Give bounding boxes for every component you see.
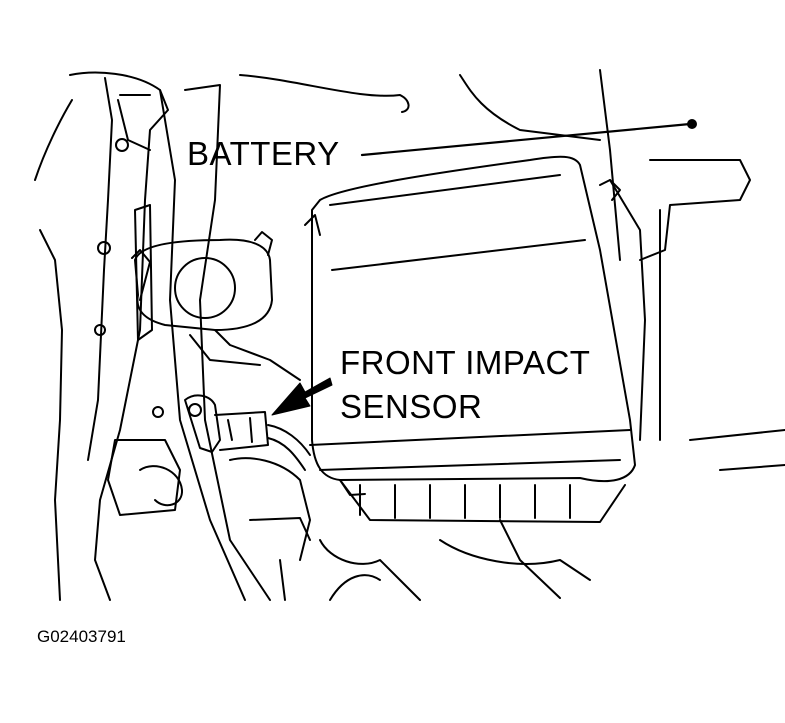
reservoir-cap [131,231,301,381]
front-impact-sensor [184,394,311,471]
sensor-label-line2: SENSOR [340,388,483,425]
lower-engine-parts [229,457,591,601]
frame-rail [159,84,271,601]
battery-box [304,155,636,523]
battery-leader-line [360,119,697,157]
left-fender-structure [34,71,184,601]
figure-code: G02403791 [37,627,126,646]
background-lines [239,69,785,471]
battery-label: BATTERY [187,135,340,172]
sensor-label-line1: FRONT IMPACT [340,344,591,381]
sensor-arrow-icon [271,377,333,416]
